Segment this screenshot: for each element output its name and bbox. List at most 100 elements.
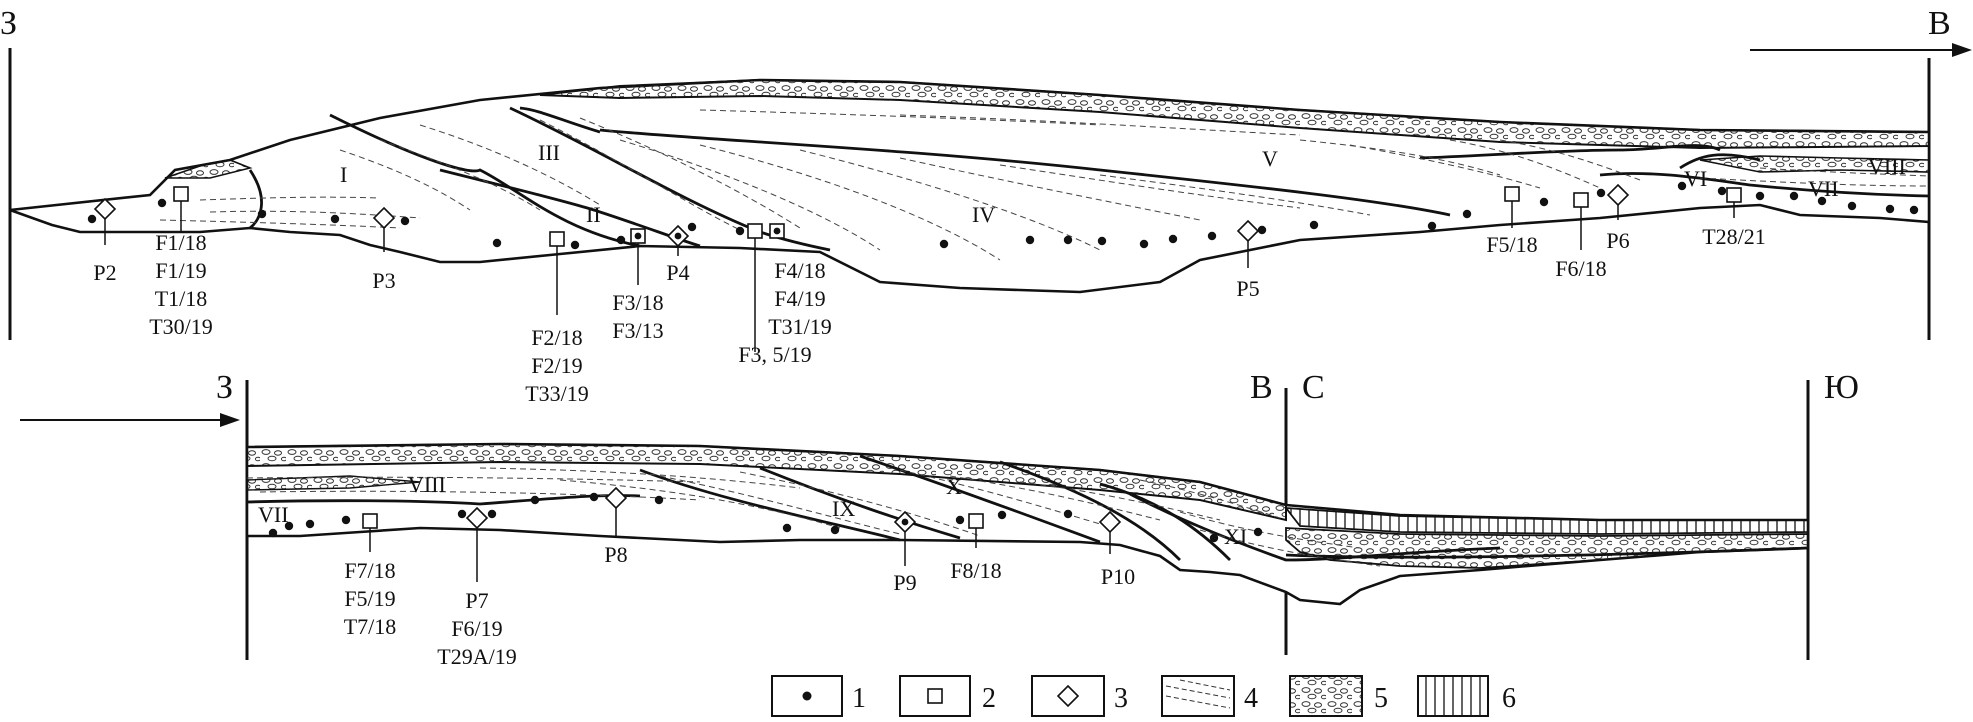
upper-section-outline [9,78,1931,294]
unit-boundaries [248,106,1930,252]
sample-label: T33/19 [525,381,589,406]
sample-label: P9 [893,570,916,595]
unit-label-VIII-lower: VIII [408,472,446,497]
direction-arrow-icon [1750,43,1972,57]
unit-label-VII: VII [1808,176,1839,201]
sample-label: F2/18 [531,325,582,350]
unit-label-V: V [1262,146,1278,171]
gravel-cap-layer [246,442,1287,522]
vertical-hatch-icon [1417,675,1489,717]
legend-item-2: 2 [899,675,996,717]
sample-label: F2/19 [531,353,582,378]
sample-dot [955,515,965,525]
sample-label: F7/18 [344,558,395,583]
sample-dot [1755,191,1765,201]
gravel-lens-left [164,159,253,179]
sample-dot [1257,225,1267,235]
sample-dot [157,198,167,208]
sample-label: T29A/19 [437,644,516,669]
gravel-cap-layer [539,78,1930,150]
sample-dot [1789,191,1799,201]
sample-square [1573,192,1589,208]
legend: 1 2 3 4 5 6 [771,675,1516,717]
sample-dot [1677,181,1687,191]
sample-dot [687,222,697,232]
sample-label: F4/19 [774,286,825,311]
sample-dot [1063,235,1073,245]
sample-dot [1139,239,1149,249]
sample-label: P10 [1101,564,1135,589]
legend-label-6: 6 [1502,683,1516,714]
legend-item-5: 5 [1289,675,1388,717]
unit-label-XI: XI [1224,524,1247,549]
sample-dot [654,495,664,505]
sample-dot [830,525,840,535]
sample-dot [1885,204,1895,214]
sample-label: T7/18 [344,614,397,639]
unit-label-IV: IV [972,202,995,227]
legend-item-6: 6 [1417,675,1516,717]
direction-north-label-lower: С [1302,369,1325,406]
sample-dot [268,528,278,538]
sample-label: F4/18 [774,258,825,283]
legend-item-4: 4 [1161,675,1258,717]
legend-item-3: 3 [1031,675,1128,717]
sample-dot [1025,235,1035,245]
sample-dot [1427,221,1437,231]
sample-dot [87,214,97,224]
direction-arrow-icon [20,413,240,427]
legend-label-1: 1 [852,683,866,714]
unit-label-X: X [946,474,962,499]
sample-label: P6 [1606,228,1629,253]
direction-east-label-lower: В [1250,369,1273,406]
sample-dot [735,226,745,236]
sample-label: F3, 5/19 [738,342,811,367]
legend-label-3: 3 [1114,683,1128,714]
sample-square [173,186,189,202]
unit-label-VII-lower: VII [258,502,289,527]
unit-boundaries [246,454,1809,562]
sample-dot [457,509,467,519]
sample-dot [901,518,909,526]
sample-dot [341,515,351,525]
sample-square [1504,186,1520,202]
sample-dot [1168,234,1178,244]
sample-label: F3/18 [612,290,663,315]
sample-label: T30/19 [149,314,213,339]
sample-label: F6/19 [451,616,502,641]
sample-label: F6/18 [1555,256,1606,281]
sample-marks: P2F1/18F1/19T1/18T30/19P3F2/18F2/19T33/1… [87,181,1919,669]
sample-dot [400,216,410,226]
legend-label-2: 2 [982,683,996,714]
sample-label: P3 [372,268,395,293]
sample-dot [1817,196,1827,206]
sample-dot [997,510,1007,520]
upper-profile: З В [0,5,1972,340]
legend-label-5: 5 [1374,683,1388,714]
sample-dot [492,238,502,248]
sample-dot [284,521,294,531]
sample-label: P2 [93,260,116,285]
sample-dot [530,495,540,505]
gravel-pattern-icon [1289,675,1363,717]
sample-dot [305,519,315,529]
sample-label: P8 [604,542,627,567]
fine-bedding-lines [159,109,1930,261]
sample-label: F5/19 [344,586,395,611]
sample-label: F5/18 [1486,232,1537,257]
sample-dot [1097,236,1107,246]
direction-west-label-lower: З [216,369,233,406]
sample-dot [939,239,949,249]
sample-square [549,231,565,247]
unit-label-I: I [340,162,347,187]
sample-dot [487,509,497,519]
sample-dot [773,227,781,235]
sample-label: P7 [465,588,488,613]
hatched-layer [1284,506,1809,535]
sample-label: T31/19 [768,314,832,339]
sample-dot [782,523,792,533]
direction-west-label: З [0,5,17,42]
sample-square [968,513,984,529]
sample-dot [1596,188,1606,198]
